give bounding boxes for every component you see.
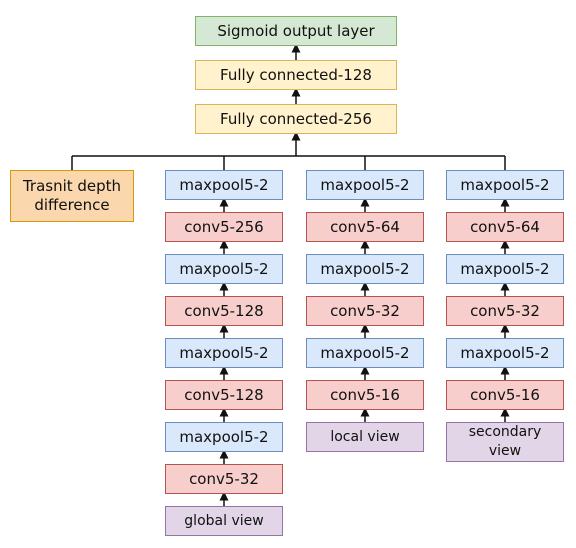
maxpool-layer: maxpool5-2 (165, 338, 283, 368)
fully-connected-128-layer: Fully connected-128 (195, 60, 397, 90)
conv-layer: conv5-32 (165, 464, 283, 494)
maxpool-layer: maxpool5-2 (165, 170, 283, 200)
fully-connected-256-layer: Fully connected-256 (195, 104, 397, 134)
maxpool-layer: maxpool5-2 (306, 170, 424, 200)
conv-layer: conv5-64 (446, 212, 564, 242)
conv-layer: conv5-16 (446, 380, 564, 410)
conv-layer: conv5-128 (165, 380, 283, 410)
maxpool-layer: maxpool5-2 (306, 338, 424, 368)
maxpool-layer: maxpool5-2 (165, 422, 283, 452)
input-view-box: local view (306, 422, 424, 452)
maxpool-layer: maxpool5-2 (306, 254, 424, 284)
conv-layer: conv5-32 (306, 296, 424, 326)
conv-layer: conv5-64 (306, 212, 424, 242)
sigmoid-output-layer: Sigmoid output layer (195, 16, 397, 46)
conv-layer: conv5-16 (306, 380, 424, 410)
conv-layer: conv5-32 (446, 296, 564, 326)
maxpool-layer: maxpool5-2 (446, 170, 564, 200)
input-view-box: secondary view (446, 422, 564, 462)
conv-layer: conv5-128 (165, 296, 283, 326)
conv-layer: conv5-256 (165, 212, 283, 242)
maxpool-layer: maxpool5-2 (446, 338, 564, 368)
transit-depth-difference-box: Trasnit depth difference (10, 170, 134, 222)
input-view-box: global view (165, 506, 283, 536)
maxpool-layer: maxpool5-2 (165, 254, 283, 284)
maxpool-layer: maxpool5-2 (446, 254, 564, 284)
